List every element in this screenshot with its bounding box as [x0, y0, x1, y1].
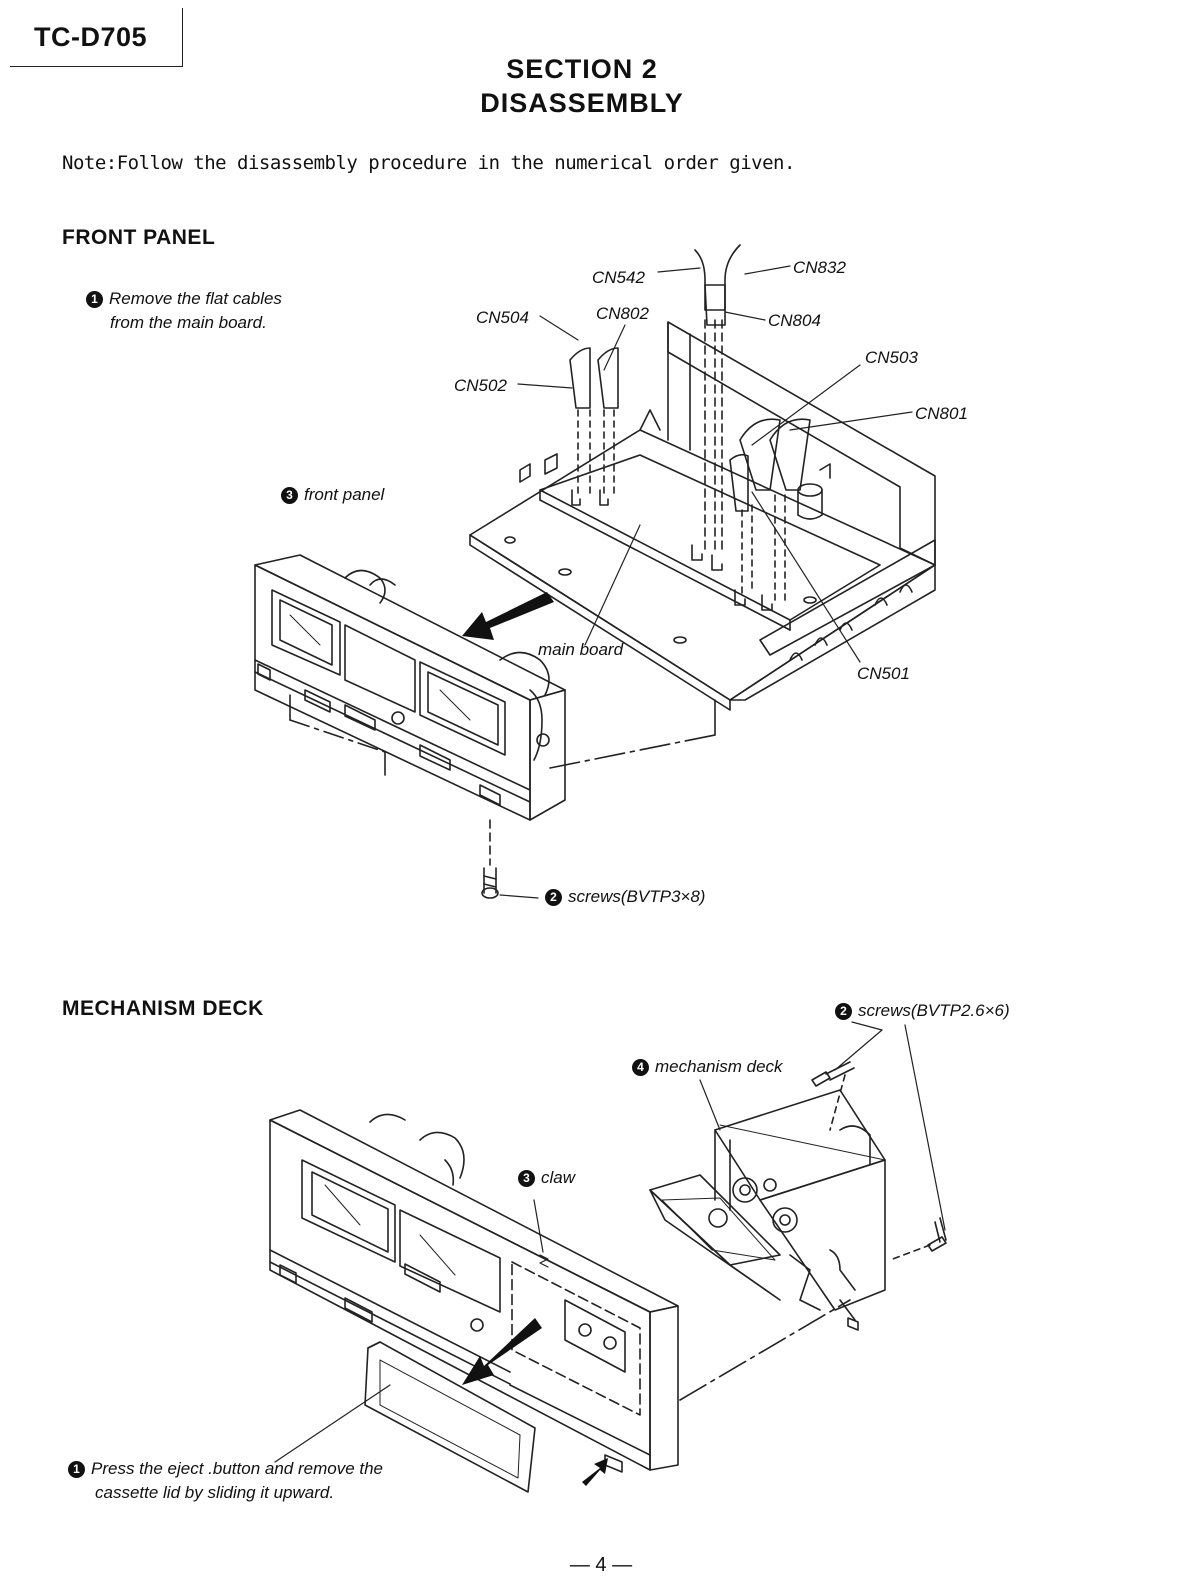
connector-cn503: CN503 — [865, 348, 918, 367]
mechanism-deck-drawing — [649, 1079, 886, 1331]
front-panel-heading: FRONT PANEL — [62, 226, 216, 249]
model-number: TC-D705 — [34, 22, 148, 52]
step-number-2: 2 — [835, 1003, 852, 1020]
step-number-3: 3 — [518, 1170, 535, 1187]
front-panel-step2: 2 screws(BVTP3×8) — [545, 887, 705, 907]
section-title: DISASSEMBLY — [480, 88, 684, 118]
connector-leaders — [517, 265, 913, 663]
front-panel-drawing — [254, 554, 716, 866]
connector-cn504: CN504 — [476, 308, 529, 327]
main-board-label: main board — [538, 640, 624, 659]
step-number-1: 1 — [86, 291, 103, 308]
mechanism-deck-heading: MECHANISM DECK — [62, 997, 264, 1020]
connector-cn801: CN801 — [915, 404, 968, 423]
step1-line1: Remove the flat cables — [109, 289, 282, 308]
connector-cn804: CN804 — [768, 311, 821, 330]
cassette-lid-drawing — [274, 1341, 536, 1493]
cassette-panel-drawing — [269, 1109, 851, 1473]
connector-cn832: CN832 — [793, 258, 846, 277]
removal-arrow-front — [462, 592, 554, 640]
mechanism-step1-line2: cassette lid by sliding it upward. — [95, 1483, 335, 1502]
mechanism-step2: 2 screws(BVTP2.6×6) — [835, 1001, 1010, 1021]
connector-cn502: CN502 — [454, 376, 507, 395]
mechanism-deck-label: mechanism deck — [655, 1057, 783, 1076]
page-number: — 4 — — [569, 1554, 633, 1576]
screws-deck-label: screws(BVTP2.6×6) — [858, 1001, 1010, 1020]
screws-front-label: screws(BVTP3×8) — [568, 887, 706, 906]
front-panel-step1: 1 Remove the flat cables from the main bo… — [86, 287, 282, 335]
connector-cn542: CN542 — [592, 268, 645, 287]
screw-front-drawing — [481, 867, 539, 899]
mechanism-step3: 3 claw — [518, 1168, 575, 1188]
connector-cn802: CN802 — [596, 304, 649, 323]
step-number-2: 2 — [545, 889, 562, 906]
step1-line2: from the main board. — [110, 313, 267, 332]
step-number-3: 3 — [281, 487, 298, 504]
mechanism-step4: 4 mechanism deck — [632, 1057, 783, 1077]
section-number: SECTION 2 — [506, 54, 658, 84]
front-panel-step3: 3 front panel — [281, 485, 384, 505]
mechanism-step1-line1: Press the eject .button and remove the — [91, 1459, 384, 1478]
removal-arrow-lid — [462, 1318, 542, 1385]
note-text: Note:Follow the disassembly procedure in… — [62, 152, 795, 174]
flat-cables-drawing — [569, 244, 811, 611]
step-number-4: 4 — [632, 1059, 649, 1076]
model-box — [10, 8, 183, 67]
front-panel-label: front panel — [304, 485, 385, 504]
connector-cn501: CN501 — [857, 664, 910, 683]
step-number-1: 1 — [68, 1461, 85, 1478]
main-chassis-drawing — [469, 321, 936, 711]
screw-deck-drawing — [811, 1021, 947, 1261]
claw-label: claw — [541, 1168, 576, 1187]
eject-button-arrow — [582, 1458, 608, 1486]
